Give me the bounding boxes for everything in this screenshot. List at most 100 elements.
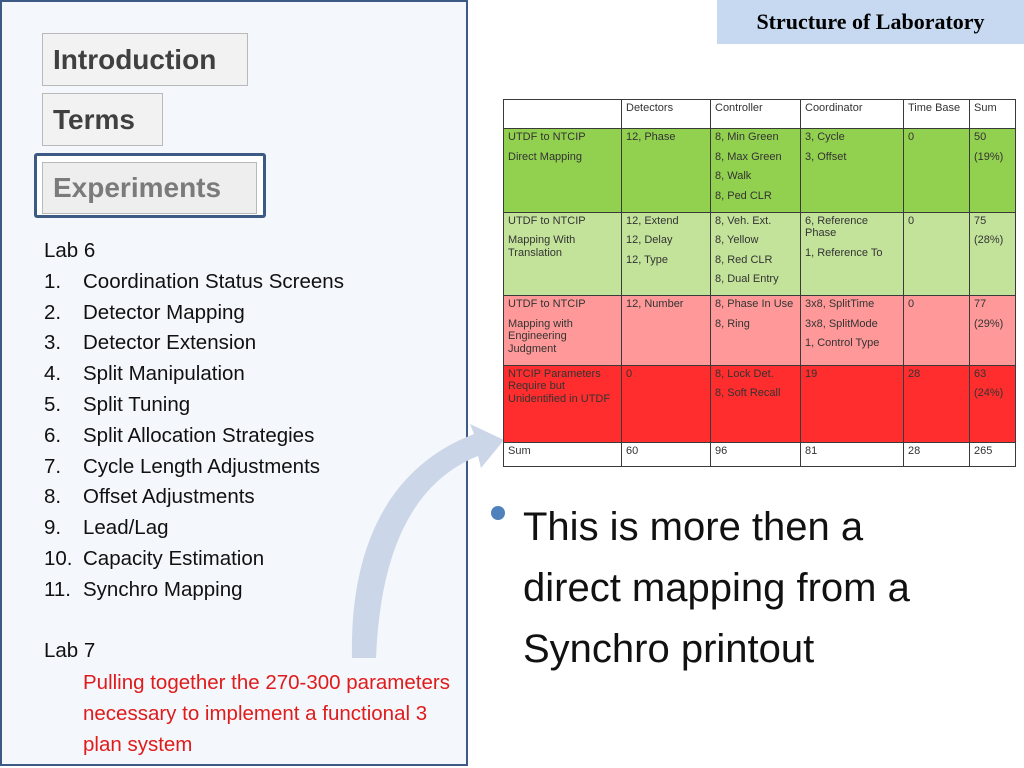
table-cell-line: 60 [626, 444, 639, 457]
lab6-item: 9.Lead/Lag [44, 513, 344, 544]
table-cell-line: 96 [715, 444, 728, 457]
table-row: UTDF to NTCIP Mapping with Engineering Ju… [503, 295, 1016, 366]
table-cell: 0 [903, 211, 970, 297]
lab6-item: 8. Offset Adjustments [44, 482, 344, 513]
table-header-cell: Coordinator [800, 99, 904, 129]
table-cell: 63 (24%) [969, 364, 1016, 443]
nav-introduction-button[interactable]: Introduction [42, 33, 248, 86]
lab6-item-number: 3. [44, 331, 62, 355]
table-cell-line: 77 [974, 298, 987, 311]
table-row: UTDF to NTCIP Direct Mapping 12, Phase 8, M… [503, 128, 1016, 213]
lab6-item-label: Coordination Status Screens [83, 269, 344, 293]
table-cell-line: (19%) [974, 150, 1004, 163]
lab6-item-label: Detector Mapping [83, 300, 245, 324]
lab6-item: 7.Cycle Length Adjustments [44, 452, 344, 483]
table-cell-line: 12, Type [626, 253, 668, 266]
bullet-text: This is more then a direct mapping from … [523, 505, 910, 671]
table-cell: UTDF to NTCIP Direct Mapping [503, 128, 622, 213]
lab6-item: 6. Split Allocation Strategies [44, 421, 344, 452]
lab6-heading: Lab 6 [44, 239, 96, 262]
table-cell: 0 [903, 295, 970, 366]
lab6-item: 3. Detector Extension [44, 328, 344, 359]
table-cell-line: 63 [974, 367, 987, 380]
bullet-dot-icon [491, 506, 505, 520]
lab6-item-label: Split Manipulation [83, 362, 245, 386]
table-cell-line: 3, Cycle [805, 131, 845, 143]
table-cell-line: 0 [908, 131, 915, 143]
table-header-cell: Detectors [621, 99, 711, 129]
table-cell-line: NTCIP Parameters Require but Unidentifie… [508, 367, 611, 405]
table-cell-line: UTDF to NTCIP [508, 131, 586, 143]
table-cell: UTDF to NTCIP Mapping With Translation [503, 211, 622, 297]
table-cell: 0 [621, 364, 711, 443]
lab6-item-label: Offset Adjustments [83, 485, 255, 509]
table-cell-line: 3, Offset [805, 150, 847, 163]
lab6-item-number: 8. [44, 485, 62, 509]
table-cell-line: 3x8, SplitMode [805, 317, 878, 330]
lab6-item-label: Cycle Length Adjustments [83, 454, 321, 478]
table-cell: 12, Phase [621, 128, 711, 213]
table-cell: 8, Veh. Ext. 8, Yellow 8, Red CLR 8, Dual E… [710, 211, 801, 297]
table-cell-line: 28 [908, 367, 921, 380]
table-cell-line: UTDF to NTCIP [508, 298, 586, 311]
table-cell-line: 8, Max Green [715, 150, 782, 163]
table-cell-line: 8, Dual Entry [715, 273, 779, 286]
table-cell: 77(29%) [969, 295, 1016, 366]
table-cell-line: Mapping with Engineering Judgment [508, 317, 573, 356]
table-cell-line: 6, Reference Phase [805, 214, 868, 240]
table-cell-line: 3x8, SplitTime [805, 298, 875, 311]
lab6-item: 4. Split Manipulation [44, 359, 344, 390]
lab6-item-number: 2. [44, 300, 62, 324]
lab6-item-label: Lead/Lag [83, 516, 169, 540]
table-cell-line: 12, Delay [626, 234, 673, 247]
table-cell-line: 8, Min Green [715, 131, 779, 143]
lab7-heading: Lab 7 [44, 639, 96, 662]
lab6-item-label: Capacity Estimation [83, 546, 265, 570]
lab6-item-number: 11. [44, 577, 71, 601]
table-row: NTCIP Parameters Require but Unidentifie… [503, 364, 1016, 443]
lab6-item-number: 6. [44, 423, 62, 447]
table-cell-line: (24%) [974, 387, 1004, 400]
table-cell-line: 8, Lock Det. [715, 367, 774, 380]
table-cell-line: Direct Mapping [508, 150, 582, 163]
table-cell-line: UTDF to NTCIP [508, 214, 586, 227]
lab6-item-number: 4. [44, 362, 62, 386]
table-cell-line: 8, Yellow [715, 234, 759, 247]
table-row: UTDF to NTCIP Mapping With Translation 12,… [503, 211, 1016, 297]
table-cell-line: 265 [974, 444, 993, 457]
table-cell-line: 12, Extend [626, 214, 679, 227]
table-cell: 8, Lock Det.8, Soft Recall [710, 364, 801, 443]
table-cell-line: 8, Walk [715, 170, 752, 183]
table-cell: 75(28%) [969, 211, 1016, 297]
table-cell-line: 0 [908, 298, 915, 311]
table-cell-line: 50 [974, 131, 987, 143]
table-cell-line: 19 [805, 367, 818, 380]
table-header-cell [503, 99, 622, 129]
table-cell: 19 [800, 364, 904, 443]
table-cell-line: 81 [805, 444, 818, 457]
table-cell-line: 8, Phase In Use [715, 298, 794, 311]
lab6-item-label: Detector Extension [83, 331, 257, 355]
table-cell-line: 0 [908, 214, 915, 227]
table-cell-line: Mapping With Translation [508, 234, 576, 259]
table-header-cell: Controller [710, 99, 801, 129]
lab6-item-number: 1. [44, 269, 62, 293]
table-cell-line: (28%) [974, 234, 1004, 247]
lab6-item-label: Split Allocation Strategies [83, 423, 315, 447]
nav-terms-button[interactable]: Terms [42, 93, 163, 146]
table-cell-line: Sum [508, 444, 531, 457]
table-cell: 0 [903, 128, 970, 213]
table-cell: 12, Number [621, 295, 711, 366]
table-cell-line: 12, Number [626, 298, 684, 311]
table-cell: 12, Extend 12, Delay 12, Type [621, 211, 711, 297]
table-cell-line: 8, Red CLR [715, 253, 773, 266]
lab6-item: 2. Detector Mapping [44, 298, 344, 329]
table-cell-line: 8, Veh. Ext. [715, 214, 772, 227]
table-cell: 28 [903, 364, 970, 443]
nav-experiments-button[interactable]: Experiments [42, 162, 257, 214]
table-header-cell: Sum [969, 99, 1016, 129]
lab6-item-label: Synchro Mapping [83, 577, 243, 601]
